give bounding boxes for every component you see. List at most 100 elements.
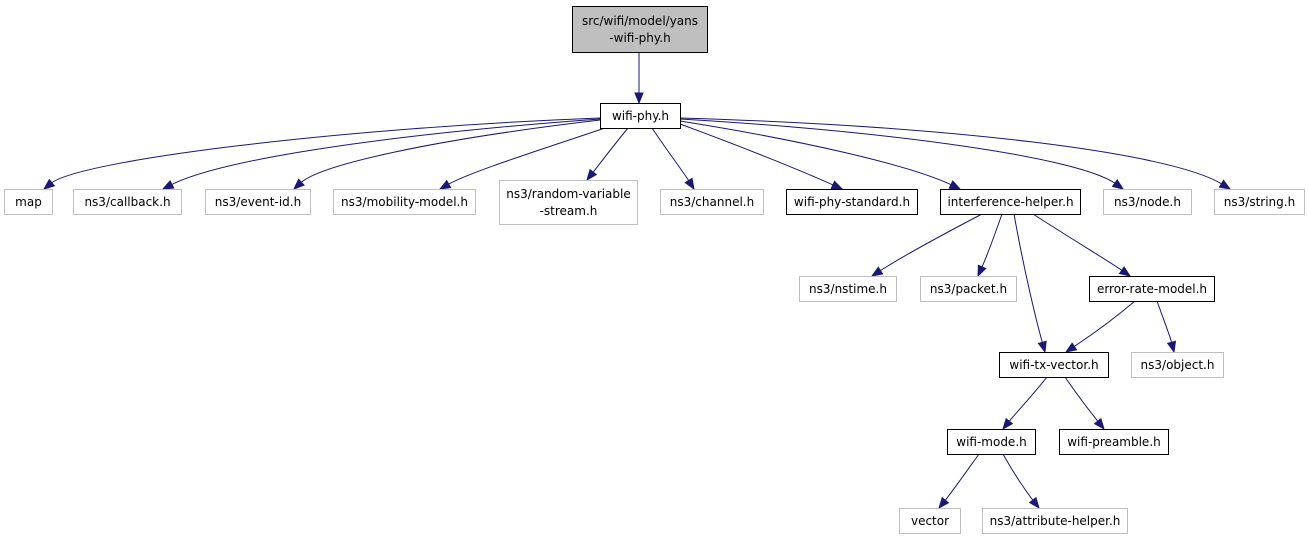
node-label: wifi-tx-vector.h — [1009, 358, 1098, 372]
node-box — [982, 508, 1128, 534]
node-wifiphy[interactable]: wifi-phy.h — [600, 103, 681, 129]
edge-line — [679, 118, 1116, 185]
node-box — [205, 189, 311, 215]
edge-arrowhead — [438, 179, 452, 190]
node-box — [1059, 429, 1169, 455]
node-label: src/wifi/model/yans — [582, 14, 698, 28]
node-label: map — [15, 195, 42, 209]
node-box — [572, 6, 708, 53]
edge-arrowhead — [1028, 496, 1040, 510]
edge-arrowhead — [977, 264, 987, 278]
node-map: map — [4, 189, 53, 215]
edge-line — [651, 127, 690, 182]
edge-arrowhead — [938, 496, 950, 510]
edge-line — [981, 213, 1003, 268]
node-label: ns3/string.h — [1224, 195, 1295, 209]
edge-line — [679, 117, 1223, 185]
edge-mode-vector — [938, 453, 980, 510]
edge-arrowhead — [870, 266, 884, 277]
edge-arrowhead — [1037, 340, 1047, 354]
edge-line — [879, 213, 983, 272]
node-label: interference-helper.h — [947, 195, 1073, 209]
node-box — [786, 189, 918, 215]
edge-mode-attrhelper — [1002, 453, 1040, 510]
node-box — [947, 429, 1036, 455]
edge-line — [592, 127, 629, 174]
edge-arrowhead — [293, 178, 305, 190]
edge-wifiphy-node — [679, 118, 1125, 190]
edge-line — [1073, 300, 1136, 348]
node-label: ns3/callback.h — [84, 195, 170, 209]
edge-line — [1064, 376, 1099, 423]
edge-wifiphy-phystd — [679, 123, 844, 190]
node-label: ns3/attribute-helper.h — [990, 514, 1121, 528]
edge-arrowhead — [1064, 342, 1078, 353]
node-label: wifi-phy.h — [612, 109, 669, 123]
edge-interf-nstime — [870, 213, 983, 277]
nodes-layer: src/wifi/model/yans -wifi-phy.h wifi-phy.h… — [4, 6, 1305, 534]
edge-arrowhead — [42, 178, 56, 190]
node-box — [940, 189, 1081, 215]
edge-line — [1156, 300, 1173, 344]
edge-line — [679, 120, 953, 186]
node-box — [73, 189, 182, 215]
edge-wifiphy-eventid — [293, 119, 601, 190]
node-label: ns3/object.h — [1141, 358, 1215, 372]
node-box — [899, 508, 961, 534]
edge-line — [1013, 213, 1044, 344]
edge-line — [170, 118, 601, 186]
edge-arrowhead — [1093, 417, 1105, 431]
edge-line — [1002, 453, 1034, 502]
node-label: wifi-preamble.h — [1067, 435, 1161, 449]
node-preamble[interactable]: wifi-preamble.h — [1059, 429, 1169, 455]
node-label: ns3/random-variable — [506, 187, 631, 201]
node-root[interactable]: src/wifi/model/yans -wifi-phy.h — [572, 6, 708, 53]
node-box — [920, 276, 1017, 302]
node-label: vector — [911, 514, 949, 528]
edge-wifiphy-interf — [679, 120, 962, 190]
node-box — [600, 103, 681, 129]
edge-arrowhead — [586, 168, 598, 182]
node-label: ns3/nstime.h — [809, 282, 887, 296]
node-box — [1214, 189, 1305, 215]
node-box — [999, 352, 1109, 378]
node-errrate[interactable]: error-rate-model.h — [1089, 276, 1215, 302]
node-object: ns3/object.h — [1131, 352, 1224, 378]
node-box — [799, 276, 897, 302]
edge-wifiphy-map — [42, 117, 601, 190]
edges-layer — [42, 52, 1232, 510]
edge-wifiphy-randvar — [586, 127, 629, 182]
edge-line — [1032, 213, 1123, 272]
node-label: ns3/channel.h — [670, 195, 754, 209]
edge-arrowhead — [1166, 340, 1177, 354]
edge-interf-errrate — [1032, 213, 1132, 277]
node-channel: ns3/channel.h — [660, 189, 764, 215]
node-interf[interactable]: interference-helper.h — [940, 189, 1081, 215]
edge-arrowhead — [161, 180, 175, 190]
edge-wifiphy-string — [679, 117, 1232, 190]
node-txvec[interactable]: wifi-tx-vector.h — [999, 352, 1109, 378]
node-label: ns3/node.h — [1114, 195, 1181, 209]
node-randvar: ns3/random-variable-stream.h — [499, 180, 638, 225]
node-attrhelper: ns3/attribute-helper.h — [982, 508, 1128, 534]
node-box — [4, 189, 53, 215]
edge-arrowhead — [634, 92, 644, 105]
edge-arrowhead — [1218, 179, 1232, 190]
node-node: ns3/node.h — [1103, 189, 1192, 215]
edge-wifiphy-callback — [161, 118, 601, 190]
edge-errrate-txvec — [1064, 300, 1136, 353]
edge-line — [1008, 376, 1048, 423]
node-box — [660, 189, 764, 215]
node-label: error-rate-model.h — [1097, 282, 1207, 296]
node-nstime: ns3/nstime.h — [799, 276, 897, 302]
node-mode[interactable]: wifi-mode.h — [947, 429, 1036, 455]
edge-line — [300, 119, 601, 184]
node-phystd[interactable]: wifi-phy-standard.h — [786, 189, 918, 215]
node-label: -wifi-phy.h — [609, 31, 670, 45]
node-label: wifi-mode.h — [956, 435, 1027, 449]
node-eventid: ns3/event-id.h — [205, 189, 311, 215]
edge-line — [447, 127, 606, 185]
node-box — [333, 189, 476, 215]
node-packet: ns3/packet.h — [920, 276, 1017, 302]
edge-arrowhead — [830, 180, 844, 190]
